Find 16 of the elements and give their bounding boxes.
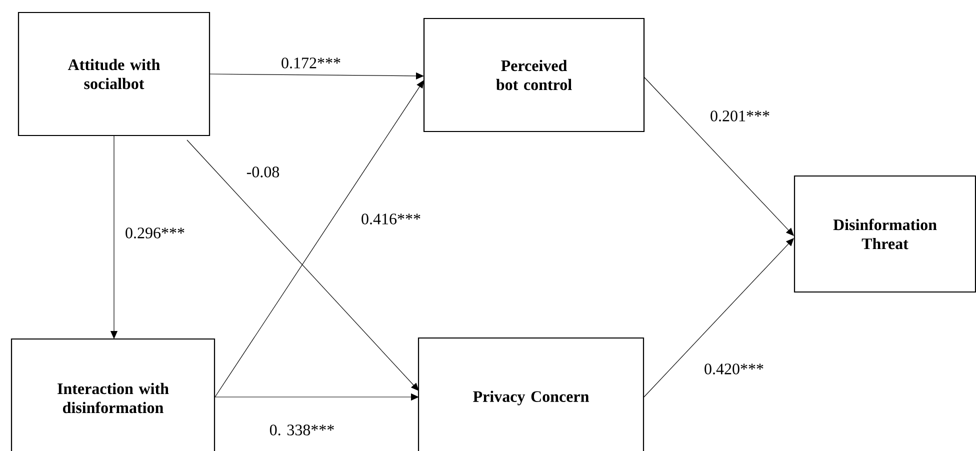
construct-box: Attitude with socialbot [18,12,210,136]
arrow [186,140,419,391]
arrow [644,238,794,398]
edge-label: -0.08 [245,166,281,178]
edge-label: 0.201*** [709,110,771,122]
construct-box: Interaction with disinformation [10,338,216,451]
construct-box: Disinformation Threat [794,175,976,293]
construct-box: Privacy Concern [418,337,644,451]
edge-label: 0. 338*** [268,424,336,436]
edge-label: 0.296*** [124,226,186,240]
arrow [214,80,424,398]
edge-label: 0.172*** [280,56,342,70]
edge-label: 0.416*** [360,212,422,226]
construct-box: Perceived bot control [423,18,645,132]
edge-label: 0.420*** [703,362,765,376]
arrow [644,76,794,236]
